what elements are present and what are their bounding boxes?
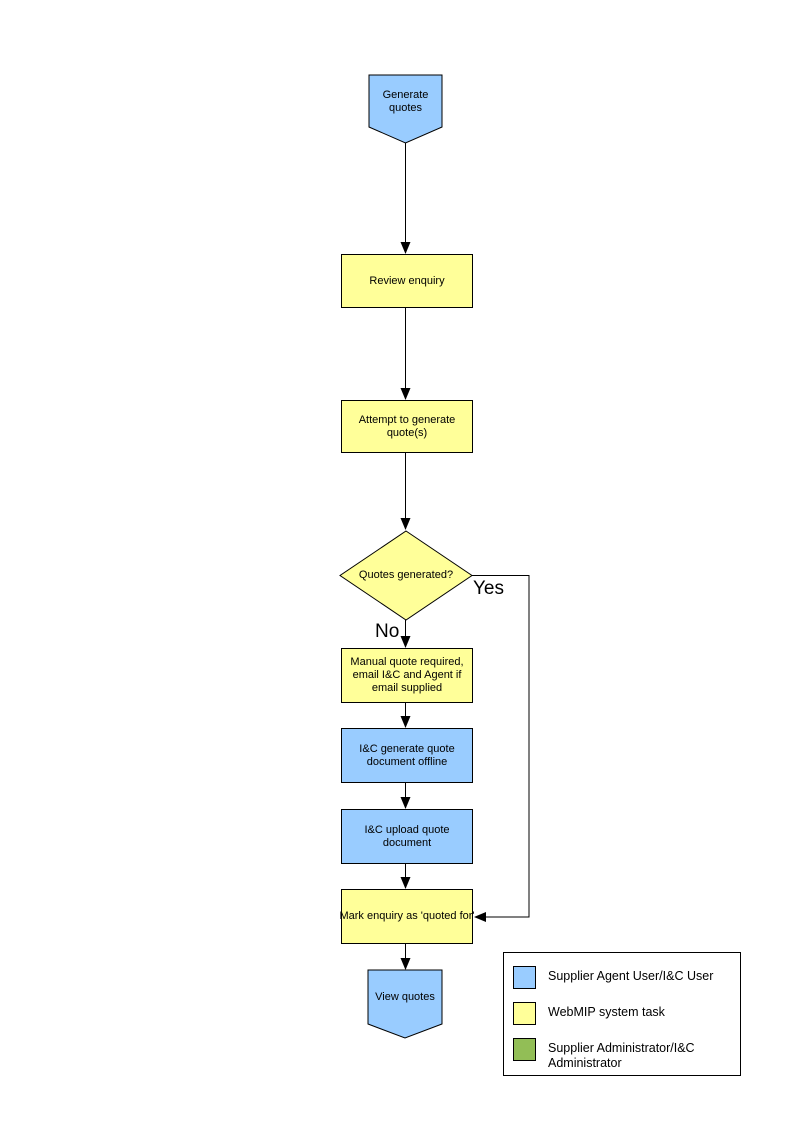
legend-label-administrator: Supplier Administrator/I&C Administrator xyxy=(548,1041,695,1070)
legend-swatch-green xyxy=(513,1038,536,1061)
legend-label-agent-user: Supplier Agent User/I&C User xyxy=(548,969,714,983)
yes-branch-label: Yes xyxy=(473,578,504,599)
decision-diamond-shape xyxy=(339,530,473,621)
legend-swatch-blue xyxy=(513,966,536,989)
legend-swatch-yellow xyxy=(513,1002,536,1025)
mark-quoted-node: Mark enquiry as 'quoted for' xyxy=(339,889,475,944)
legend-row-system-task: WebMIP system task xyxy=(513,1002,732,1025)
legend-row-administrator: Supplier Administrator/I&C Administrator xyxy=(513,1038,732,1071)
edge-decision-yes-mark xyxy=(472,575,530,922)
start-pentagon-shape xyxy=(368,74,443,144)
legend-box: Supplier Agent User/I&C User WebMIP syst… xyxy=(503,952,741,1076)
generate-offline-node: I&C generate quote document offline xyxy=(341,728,473,783)
upload-document-node: I&C upload quote document xyxy=(341,809,473,864)
end-pentagon-shape xyxy=(367,969,443,1039)
legend-row-agent-user: Supplier Agent User/I&C User xyxy=(513,966,732,989)
attempt-generate-node: Attempt to generate quote(s) xyxy=(341,400,473,453)
legend-label-system-task: WebMIP system task xyxy=(548,1005,665,1019)
no-branch-label: No xyxy=(375,621,400,642)
manual-quote-node: Manual quote required, email I&C and Age… xyxy=(341,648,473,703)
review-enquiry-node: Review enquiry xyxy=(341,254,473,308)
